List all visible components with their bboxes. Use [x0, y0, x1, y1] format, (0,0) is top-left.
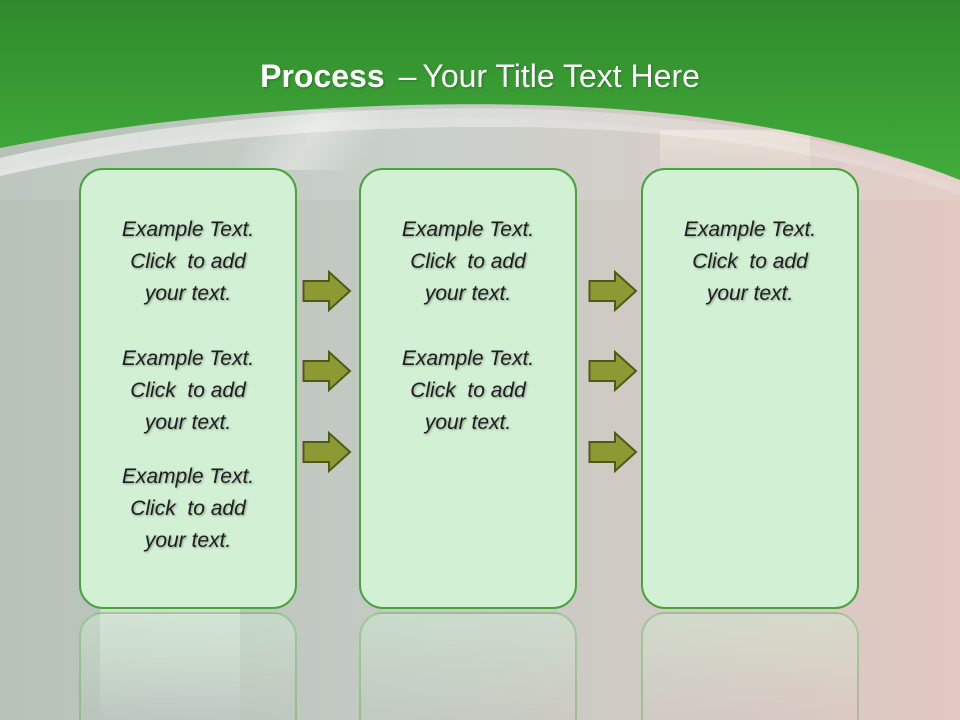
text-placeholder[interactable]: Example Text. Click to add your text. [643, 214, 857, 310]
text-placeholder[interactable]: Example Text. Click to add your text. [81, 214, 295, 310]
item-line: your text. [424, 282, 512, 305]
item-line: your text. [706, 282, 794, 305]
item-line: your text. [144, 529, 232, 552]
right-arrow-icon [588, 431, 638, 473]
text-placeholder[interactable]: Example Text. Click to add your text. [361, 214, 575, 310]
text-placeholder[interactable]: Example Text. Click to add your text. [361, 343, 575, 439]
item-line: Click to add [410, 379, 526, 402]
item-line: Example Text. [401, 347, 535, 370]
right-arrow-icon [588, 350, 638, 392]
item-line: Example Text. [121, 218, 255, 241]
title-bold-text: Process [260, 58, 385, 94]
item-line: Example Text. [121, 465, 255, 488]
box-reflection [359, 612, 577, 720]
item-line: Click to add [692, 250, 808, 273]
right-arrow-icon [302, 431, 352, 473]
title-rest-text: Your Title Text Here [422, 58, 700, 94]
process-box-1[interactable]: Example Text. Click to add your text. Ex… [79, 168, 297, 609]
right-arrow-icon [302, 270, 352, 312]
item-line: Click to add [130, 250, 246, 273]
item-line: Example Text. [121, 347, 255, 370]
item-line: Example Text. [401, 218, 535, 241]
right-arrow-icon [302, 350, 352, 392]
text-placeholder[interactable]: Example Text. Click to add your text. [81, 343, 295, 439]
box-reflection [641, 612, 859, 720]
item-line: Example Text. [683, 218, 817, 241]
title-dash: – [398, 58, 417, 94]
item-line: your text. [144, 411, 232, 434]
item-line: Click to add [410, 250, 526, 273]
item-line: your text. [144, 282, 232, 305]
right-arrow-icon [588, 270, 638, 312]
process-box-2[interactable]: Example Text. Click to add your text. Ex… [359, 168, 577, 609]
box-reflection [79, 612, 297, 720]
process-box-3[interactable]: Example Text. Click to add your text. [641, 168, 859, 609]
item-line: Click to add [130, 379, 246, 402]
text-placeholder[interactable]: Example Text. Click to add your text. [81, 461, 295, 557]
slide-title[interactable]: Process–Your Title Text Here [0, 54, 960, 98]
item-line: Click to add [130, 497, 246, 520]
item-line: your text. [424, 411, 512, 434]
